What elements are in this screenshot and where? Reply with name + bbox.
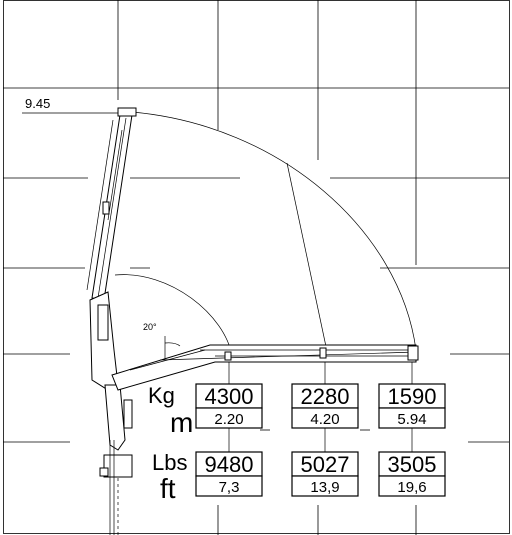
- kg-value: 1590: [388, 384, 437, 409]
- angle-label: 20°: [143, 322, 157, 332]
- m-unit-label: m: [170, 407, 193, 438]
- ft-box: [291, 475, 359, 497]
- ft-value: 13,9: [310, 479, 339, 496]
- kg-value: 4300: [205, 384, 254, 409]
- kg-value: 2280: [301, 384, 350, 409]
- lbs-value: 9480: [205, 452, 254, 477]
- kg-box: [195, 383, 263, 409]
- reach-arcs: [114, 111, 417, 357]
- load-column-3: 1590 5.94 3505 19,6: [378, 383, 446, 497]
- mid-reach-line: [286, 162, 329, 357]
- ft-box: [195, 475, 263, 497]
- load-column-2: 2280 4.20 5027 13,9: [291, 383, 359, 497]
- lbs-value: 3505: [388, 452, 437, 477]
- ft-unit-label: ft: [160, 473, 176, 504]
- frame: [3, 0, 510, 534]
- max-height-label: 9.45: [25, 96, 50, 111]
- m-value: 2.20: [214, 411, 243, 428]
- grid: [3, 0, 509, 535]
- ft-value: 19,6: [397, 479, 426, 496]
- lbs-unit-label: Lbs: [152, 450, 187, 475]
- raised-boom: [86, 107, 137, 301]
- lbs-box: [291, 451, 359, 477]
- crane-column: [89, 291, 133, 535]
- outer-reach-arc: [131, 111, 417, 351]
- inner-reach-arc: [114, 274, 233, 357]
- max-height-marker: 9.45: [22, 96, 128, 114]
- horizontal-boom: [111, 344, 419, 391]
- box-connectors: [228, 362, 413, 452]
- load-column-1: 4300 2.20 9480 7,3: [195, 383, 263, 497]
- lbs-value: 5027: [301, 452, 350, 477]
- kg-unit-label: Kg: [148, 383, 175, 408]
- ft-box: [378, 475, 446, 497]
- ft-value: 7,3: [219, 479, 240, 496]
- m-value: 5.94: [397, 411, 426, 428]
- lbs-box: [378, 451, 446, 477]
- m-value: 4.20: [310, 411, 339, 428]
